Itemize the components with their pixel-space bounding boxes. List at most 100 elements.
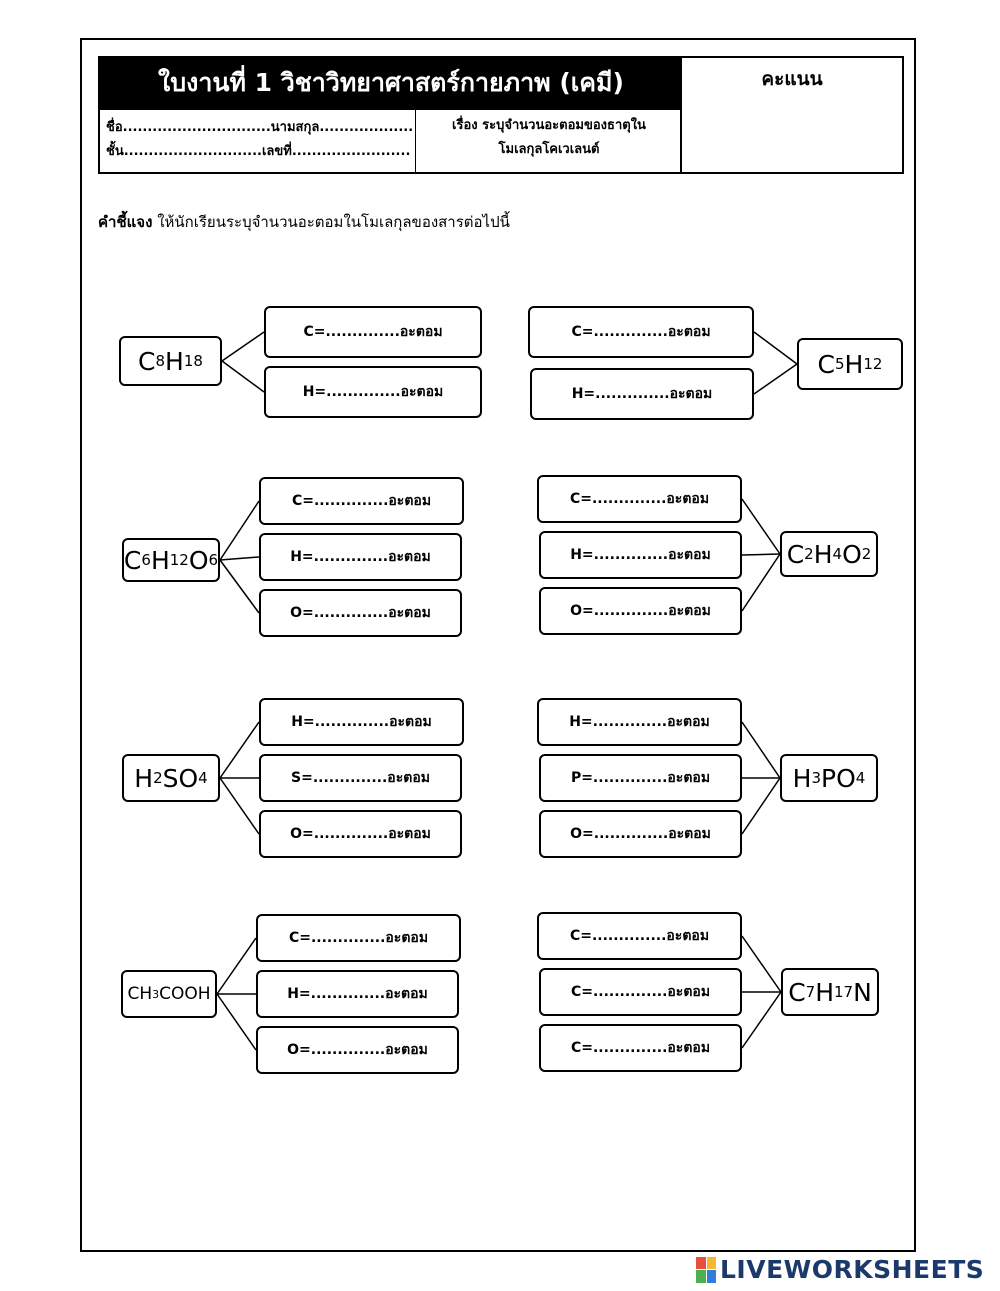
page-border xyxy=(80,38,916,1252)
atom-count-field[interactable]: C=..............อะตอม xyxy=(537,475,742,523)
connector-line xyxy=(219,559,260,614)
formula-symbol: C xyxy=(138,346,156,376)
atom-count-field[interactable]: C=..............อะตอม xyxy=(539,968,742,1016)
connector-line xyxy=(741,721,781,779)
connector-line xyxy=(221,331,265,362)
score-label: คะแนน xyxy=(761,68,823,90)
atom-count-field[interactable]: O=..............อะตอม xyxy=(539,810,742,858)
connector-line xyxy=(753,363,798,395)
formula-subscript: 12 xyxy=(169,551,189,569)
atom-count-field[interactable]: H=..............อะตอม xyxy=(264,366,482,418)
class-line: ชั้น............................เลขที่..… xyxy=(106,144,411,159)
connector-line xyxy=(216,937,257,995)
atom-count-field[interactable]: O=..............อะตอม xyxy=(256,1026,459,1074)
instructions: คำชี้แจง ให้นักเรียนระบุจำนวนอะตอมในโมเล… xyxy=(98,210,510,234)
formula-subscript: 6 xyxy=(141,551,151,569)
formula-symbol: H xyxy=(815,977,835,1007)
formula-subscript: 4 xyxy=(198,769,208,787)
formula-symbol: O xyxy=(842,539,862,569)
atom-count-field[interactable]: H=..............อะตอม xyxy=(256,970,459,1018)
connector-line xyxy=(741,777,781,835)
formula-symbol: C xyxy=(123,545,142,575)
topic-line: โมเลกุลโคเวเลนต์ xyxy=(498,142,600,157)
formula-symbol: C xyxy=(786,539,805,569)
atom-count-field[interactable]: H=..............อะตอม xyxy=(259,533,462,581)
formula-symbol: H xyxy=(813,539,833,569)
brand-name: LIVEWORKSHEETS xyxy=(720,1255,985,1284)
atom-count-field[interactable]: H=..............อะตอม xyxy=(539,531,742,579)
name-line: ชื่อ..............................นามสกุ… xyxy=(106,120,414,135)
formula-symbol: CH xyxy=(127,984,153,1004)
worksheet-title: ใบงานที่ 1 วิชาวิทยาศาสตร์กายภาพ (เคมี) xyxy=(100,58,682,108)
atom-count-field[interactable]: C=..............อะตอม xyxy=(537,912,742,960)
connector-line xyxy=(741,553,781,612)
formula-symbol: H xyxy=(792,763,812,793)
instructions-label: คำชี้แจง xyxy=(98,213,153,231)
formula-subscript: 3 xyxy=(152,987,160,1001)
atom-count-field[interactable]: O=..............อะตอม xyxy=(259,810,462,858)
atom-count-field[interactable]: O=..............อะตอม xyxy=(539,587,742,635)
connector-line xyxy=(219,500,260,561)
formula-subscript: 2 xyxy=(804,545,814,563)
atom-count-field[interactable]: C=..............อะตอม xyxy=(256,914,461,962)
connector-line xyxy=(741,991,782,1049)
formula-symbol: H xyxy=(150,545,170,575)
atom-count-field[interactable]: H=..............อะตอม xyxy=(537,698,742,746)
connector-line xyxy=(219,556,260,561)
student-info: ชื่อ..............................นามสกุ… xyxy=(106,116,413,164)
liveworksheets-logo: LIVEWORKSHEETS xyxy=(696,1255,984,1284)
atom-count-field[interactable]: C=..............อะตอม xyxy=(259,477,464,525)
atom-count-field[interactable]: H=..............อะตอม xyxy=(259,698,464,746)
connector-line xyxy=(216,993,257,1051)
formula-symbol: PO xyxy=(821,763,856,793)
formula-subscript: 6 xyxy=(208,551,219,569)
formula-symbol: C xyxy=(817,349,835,379)
header-divider xyxy=(680,58,682,172)
header-divider xyxy=(100,108,682,110)
liveworksheets-icon xyxy=(696,1256,716,1283)
formula-subscript: 2 xyxy=(861,545,872,563)
topic: เรื่อง ระบุจำนวนอะตอมของธาตุใน โมเลกุลโค… xyxy=(418,114,680,162)
atom-count-field[interactable]: C=..............อะตอม xyxy=(264,306,482,358)
atom-count-field[interactable]: C=..............อะตอม xyxy=(528,306,754,358)
formula-symbol: O xyxy=(188,545,209,575)
formula-symbol: SO xyxy=(162,763,199,793)
connector-line xyxy=(753,331,798,365)
connector-line xyxy=(219,721,260,779)
atom-count-field[interactable]: H=..............อะตอม xyxy=(530,368,754,420)
atom-count-field[interactable]: P=..............อะตอม xyxy=(539,754,742,802)
formula-subscript: 5 xyxy=(835,355,845,373)
formula-subscript: 2 xyxy=(153,769,163,787)
header-divider xyxy=(415,108,416,172)
instructions-text: ให้นักเรียนระบุจำนวนอะตอมในโมเลกุลของสาร… xyxy=(152,213,510,231)
formula-subscript: 3 xyxy=(811,769,822,787)
connector-line xyxy=(741,553,781,556)
atom-count-field[interactable]: S=..............อะตอม xyxy=(259,754,462,802)
formula-subscript: 7 xyxy=(805,983,816,1001)
formula-symbol: C xyxy=(788,977,806,1007)
connector-line xyxy=(741,935,782,993)
formula-symbol: N xyxy=(853,977,872,1007)
formula-subscript: 8 xyxy=(155,352,166,370)
atom-count-field[interactable]: O=..............อะตอม xyxy=(259,589,462,637)
formula-subscript: 18 xyxy=(183,352,203,370)
connector-line xyxy=(219,777,260,835)
formula-symbol: H xyxy=(165,346,184,376)
formula-subscript: 4 xyxy=(855,769,866,787)
atom-count-field[interactable]: C=..............อะตอม xyxy=(539,1024,742,1072)
formula-subscript: 12 xyxy=(863,355,883,373)
worksheet-header: ใบงานที่ 1 วิชาวิทยาศาสตร์กายภาพ (เคมี) … xyxy=(98,56,904,174)
formula-subscript: 4 xyxy=(832,545,843,563)
formula-subscript: 17 xyxy=(834,983,854,1001)
connector-line xyxy=(221,360,265,393)
formula-symbol: H xyxy=(134,763,154,793)
